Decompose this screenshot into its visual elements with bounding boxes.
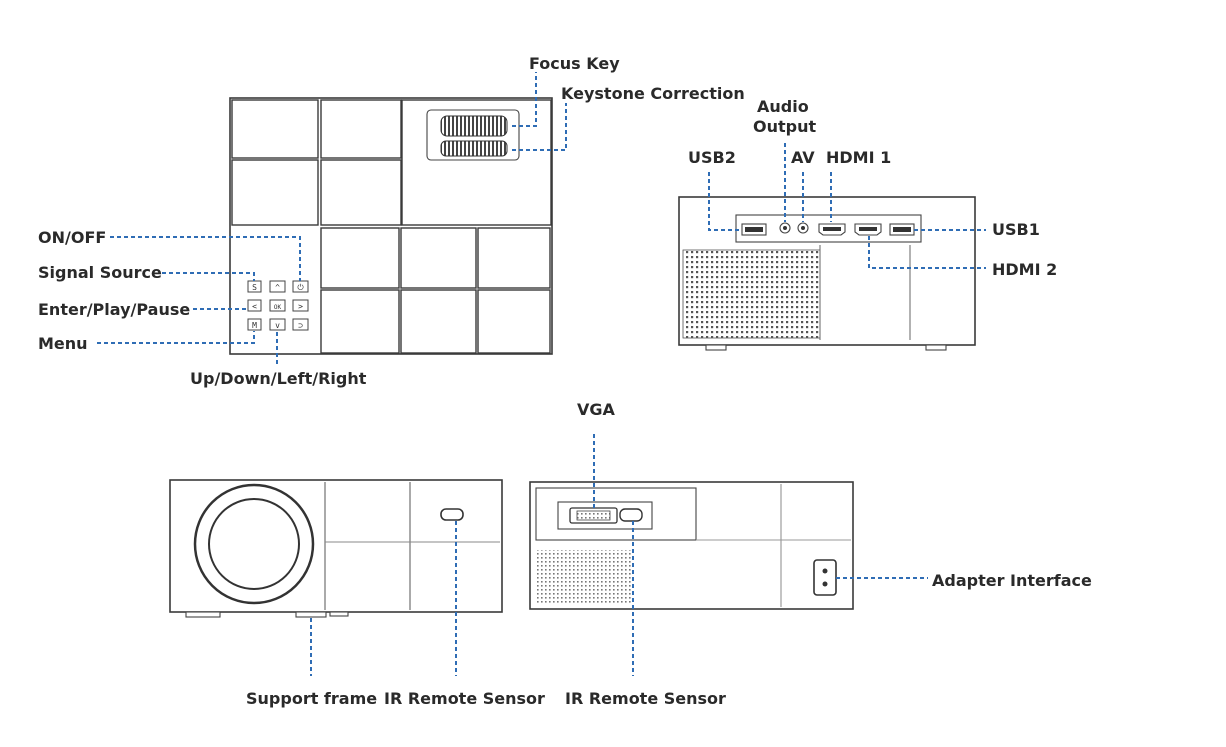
chevron-down-icon: v <box>275 321 280 330</box>
left-button[interactable] <box>247 299 262 312</box>
signal-source-label: Signal Source <box>38 263 162 282</box>
hdmi1-port-inner <box>823 227 841 231</box>
vga-label: VGA <box>577 400 616 419</box>
focus-key-wheel <box>440 115 508 137</box>
top-panel <box>320 227 400 289</box>
down-button[interactable] <box>269 318 286 331</box>
top-panel <box>320 159 402 226</box>
usb1-label: USB1 <box>992 220 1040 239</box>
audio-output-jack-inner <box>783 226 787 230</box>
source-button-label: S <box>252 283 257 292</box>
vga-port-pins <box>576 510 611 521</box>
top-panel <box>477 289 551 354</box>
keystone-correction-label: Keystone Correction <box>561 84 745 103</box>
hdmi2-port-inner <box>859 227 877 231</box>
focus-key-label: Focus Key <box>529 54 620 73</box>
chevron-left-icon: < <box>252 302 257 311</box>
usb2-port-inner <box>745 227 763 232</box>
chevron-up-icon: ^ <box>275 283 280 292</box>
ir-sensor-back <box>619 508 643 522</box>
audio-output-label-line2: Output <box>753 117 816 136</box>
adapter-pin <box>822 581 828 587</box>
back-icon: ⊃ <box>298 321 303 330</box>
vent-grille <box>682 249 821 339</box>
support-frame-label: Support frame <box>246 689 377 708</box>
side-foot <box>925 344 947 351</box>
usb2-leader <box>708 172 742 231</box>
adapter-interface-label: Adapter Interface <box>932 571 1092 590</box>
top-panel <box>477 227 551 289</box>
front-view <box>169 479 503 618</box>
top-view: S ^ ⏻ < OK > M v ⊃ <box>229 97 553 355</box>
top-panel <box>400 289 477 354</box>
hdmi2-label: HDMI 2 <box>992 260 1057 279</box>
on-off-label: ON/OFF <box>38 228 106 247</box>
signal-source-leader <box>162 272 255 281</box>
back-button[interactable] <box>292 318 309 331</box>
front-foot <box>295 611 327 618</box>
keystone-leader <box>512 103 567 151</box>
menu-button-label: M <box>252 321 257 330</box>
on-off-leader <box>110 236 301 281</box>
menu-button[interactable] <box>247 318 262 331</box>
back-view <box>529 481 854 610</box>
up-button[interactable] <box>269 280 286 293</box>
side-foot <box>705 344 727 351</box>
ir-sensor-front <box>440 508 464 521</box>
usb1-port-inner <box>893 227 911 232</box>
top-panel <box>320 99 402 159</box>
av-jack-inner <box>801 226 805 230</box>
ok-button[interactable] <box>269 299 286 312</box>
top-panel <box>400 227 477 289</box>
top-panel <box>231 159 319 226</box>
up-down-left-right-label: Up/Down/Left/Right <box>190 369 367 388</box>
power-icon: ⏻ <box>297 283 304 292</box>
audio-output-label-line1: Audio <box>757 97 809 116</box>
hdmi1-label: HDMI 1 <box>826 148 891 167</box>
right-button[interactable] <box>292 299 309 312</box>
lens <box>208 498 300 590</box>
focus-key-leader <box>512 72 537 127</box>
front-foot <box>329 611 349 617</box>
usb2-label: USB2 <box>688 148 736 167</box>
back-vent-grille <box>536 550 631 605</box>
menu-label: Menu <box>38 334 88 353</box>
keystone-wheel <box>440 140 508 157</box>
adapter-pin <box>822 568 828 574</box>
top-panel <box>231 99 319 159</box>
adapter-interface-socket <box>813 559 837 596</box>
hdmi2-leader <box>868 236 986 269</box>
side-port-view <box>678 196 976 351</box>
top-panel <box>320 289 400 354</box>
av-label: AV <box>791 148 815 167</box>
ok-button-label: OK <box>274 304 282 311</box>
menu-leader <box>97 331 255 344</box>
enter-play-pause-label: Enter/Play/Pause <box>38 300 190 319</box>
front-foot <box>185 611 221 618</box>
ir-remote-sensor-front-label: IR Remote Sensor <box>384 689 545 708</box>
ir-remote-sensor-back-label: IR Remote Sensor <box>565 689 726 708</box>
chevron-right-icon: > <box>298 302 303 311</box>
